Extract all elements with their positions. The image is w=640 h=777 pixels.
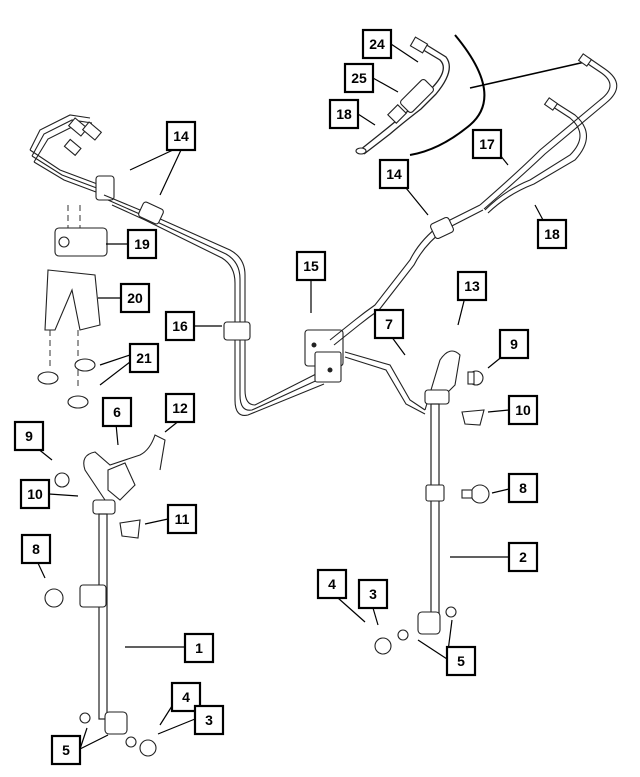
svg-text:18: 18	[336, 106, 352, 122]
callout-labels: 24 25 18 14 17 14 18 19 15 13 20 16 7 9 …	[13, 28, 568, 766]
callout-12: 12	[164, 392, 196, 424]
svg-text:11: 11	[175, 511, 190, 527]
callout-20: 20	[119, 282, 151, 314]
callout-11: 11	[166, 503, 198, 535]
callout-8-left: 8	[20, 533, 52, 565]
callout-10-right: 10	[507, 394, 539, 426]
svg-text:19: 19	[134, 236, 150, 252]
callout-5-right: 5	[445, 645, 477, 677]
leader-lines	[36, 43, 544, 750]
svg-text:21: 21	[136, 350, 152, 366]
detail-hose-assembly	[355, 36, 450, 155]
svg-text:6: 6	[113, 404, 121, 420]
svg-text:3: 3	[369, 586, 377, 602]
svg-text:15: 15	[303, 258, 319, 274]
callout-15: 15	[295, 250, 327, 282]
callout-9-right: 9	[498, 328, 530, 360]
svg-text:5: 5	[62, 742, 70, 758]
right-bolts	[374, 370, 490, 655]
callout-4-right: 4	[316, 568, 348, 600]
svg-text:16: 16	[172, 318, 188, 334]
callout-8-right: 8	[507, 472, 539, 504]
svg-text:8: 8	[519, 480, 527, 496]
callout-24: 24	[361, 28, 393, 60]
callout-17: 17	[471, 128, 503, 160]
svg-text:7: 7	[385, 316, 393, 332]
callout-10-left: 10	[19, 478, 51, 510]
svg-text:17: 17	[479, 136, 495, 152]
svg-text:9: 9	[25, 428, 33, 444]
svg-text:20: 20	[127, 290, 143, 306]
svg-text:8: 8	[32, 541, 40, 557]
svg-text:10: 10	[27, 486, 43, 502]
bracket-assembly-19-20-21	[37, 205, 108, 409]
svg-text:18: 18	[544, 226, 560, 242]
callout-25: 25	[343, 62, 375, 94]
svg-text:2: 2	[519, 549, 527, 565]
callout-14-left: 14	[165, 120, 197, 152]
detail-view-arc	[409, 34, 486, 156]
left-brake-hose-1	[79, 434, 166, 748]
svg-text:1: 1	[195, 640, 203, 656]
svg-text:10: 10	[515, 402, 531, 418]
right-brake-hose-2	[397, 389, 457, 641]
svg-text:5: 5	[457, 653, 465, 669]
callout-19: 19	[126, 228, 158, 260]
svg-text:14: 14	[173, 128, 189, 144]
callout-5-left: 5	[50, 734, 82, 766]
svg-text:14: 14	[386, 166, 402, 182]
callout-7: 7	[373, 308, 405, 340]
callout-3-left: 3	[193, 704, 225, 736]
brake-tube-17	[479, 53, 618, 214]
svg-text:3: 3	[205, 712, 213, 728]
svg-text:4: 4	[328, 576, 336, 592]
upper-left-tube-bundle	[29, 114, 325, 416]
callout-3-right: 3	[357, 578, 389, 610]
callout-6: 6	[101, 396, 133, 428]
svg-text:24: 24	[369, 36, 385, 52]
detail-connector-line	[469, 61, 586, 89]
svg-text:4: 4	[182, 689, 190, 705]
callout-18-right: 18	[536, 218, 568, 250]
parts-drawing	[29, 34, 618, 757]
junction-block-15	[304, 329, 344, 383]
callout-13: 13	[456, 270, 488, 302]
svg-text:25: 25	[351, 70, 367, 86]
callout-14-right: 14	[378, 158, 410, 190]
svg-text:12: 12	[172, 400, 188, 416]
callout-1: 1	[183, 632, 215, 664]
left-bolts	[44, 472, 157, 757]
callout-21: 21	[128, 342, 160, 374]
svg-text:13: 13	[464, 278, 480, 294]
callout-9-left: 9	[13, 420, 45, 452]
right-tube-run	[329, 204, 484, 415]
callout-18-detail: 18	[328, 98, 360, 130]
svg-text:9: 9	[510, 336, 518, 352]
callout-2: 2	[507, 541, 539, 573]
callout-16: 16	[164, 310, 196, 342]
